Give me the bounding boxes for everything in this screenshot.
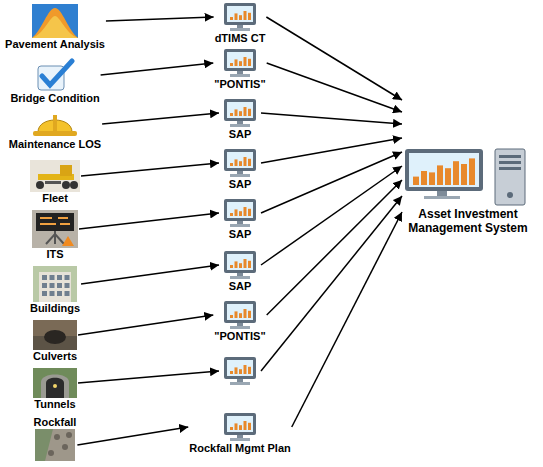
arrow-connector [81,163,219,176]
asset-node: Culverts [33,320,77,363]
pc-icon [220,356,260,386]
node-label: Bridge Condition [10,92,99,105]
system-node: "PONTIS" [214,48,265,91]
rock-icon [35,429,75,461]
arrow-connector [79,213,219,229]
asset-node: ITS [32,210,78,261]
asset-node: Buildings [30,266,80,315]
arrow-connector [261,152,402,213]
pc-icon [220,300,260,330]
building-icon [33,266,77,302]
arrow-connector [77,427,188,445]
tunnel-icon [33,368,77,398]
system-node: SAP [220,250,260,293]
node-label: SAP [229,280,252,293]
node-label: Maintenance LOS [9,138,101,151]
node-label: SAP [229,178,252,191]
arrow-connector [267,63,402,112]
arrow-connector [101,63,214,75]
arrow-connector [81,265,219,284]
node-label: Buildings [30,302,80,315]
pc-icon [220,250,260,280]
node-label: Rockfall [34,416,77,429]
node-label: SAP [229,128,252,141]
arrow-connector [78,371,219,383]
pavement-icon [32,4,78,38]
arrow-connector [267,180,402,315]
pc-icon [220,98,260,128]
arrow-connector [102,113,219,124]
asset-node: Pavement Analysis [5,4,105,51]
culvert-icon [33,320,77,350]
arrow-connector [261,196,402,371]
sign-icon [32,210,78,248]
system-node: "PONTIS" [214,300,265,343]
asset-node: Fleet [30,160,80,205]
system-node: SAP [220,148,260,191]
node-label: Culverts [33,350,77,363]
pc-icon [220,412,260,442]
node-label: ITS [46,248,63,261]
system-node: dTIMS CT [215,2,266,45]
node-label: Fleet [42,192,68,205]
node-label: Tunnels [34,398,75,411]
system-node: Asset Investment Management System [403,95,533,235]
node-label: SAP [229,228,252,241]
node-label: "PONTIS" [214,330,265,343]
system-node [220,356,260,386]
system-node: SAP [220,98,260,141]
system-node: Rockfall Mgmt Plan [189,412,290,455]
node-label: Asset Investment Management System [403,207,533,235]
asset-node: Maintenance LOS [9,110,101,151]
node-label: Rockfall Mgmt Plan [189,442,290,455]
node-label: Pavement Analysis [5,38,105,51]
pc-icon [220,2,260,32]
server-icon [403,147,533,207]
pc-icon [220,198,260,228]
arrow-connector [78,315,213,335]
asset-node: Bridge Condition [10,58,99,105]
node-label: dTIMS CT [215,32,266,45]
asset-node: Tunnels [33,368,77,411]
arrow-connector [106,17,214,21]
pc-icon [220,48,260,78]
asset-node: Rockfall [34,416,77,461]
arrow-connector [261,113,402,124]
system-node: SAP [220,198,260,241]
grader-icon [30,160,80,192]
node-label: "PONTIS" [214,78,265,91]
helmet-icon [32,110,78,138]
arrow-connector [261,138,402,163]
arrow-connector [292,212,402,427]
pc-icon [220,148,260,178]
check-icon [35,58,75,92]
